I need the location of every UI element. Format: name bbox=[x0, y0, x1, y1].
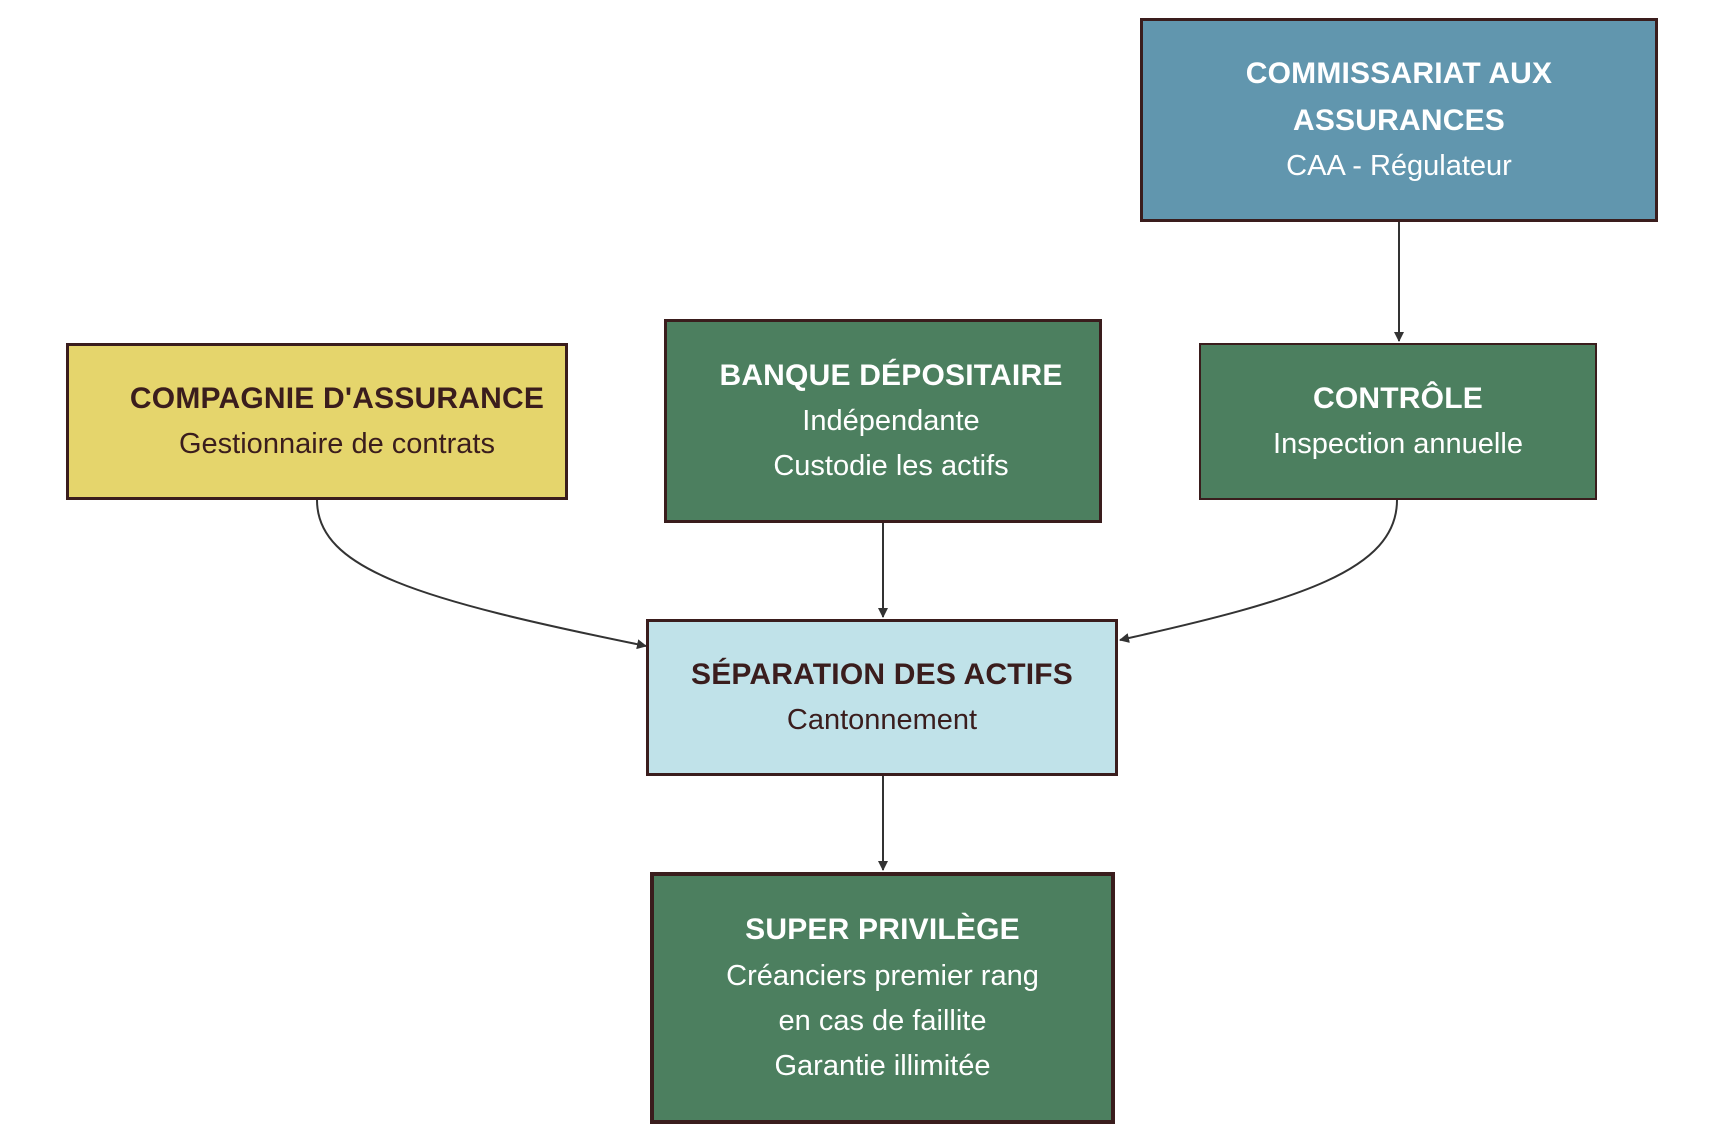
node-subtitle: CAA - Régulateur bbox=[1286, 150, 1512, 183]
node-subtitle: Inspection annuelle bbox=[1273, 428, 1523, 461]
node-controle: CONTRÔLE Inspection annuelle bbox=[1199, 343, 1597, 500]
node-line: Garantie illimitée bbox=[774, 1049, 991, 1082]
node-title: BANQUE DÉPOSITAIRE bbox=[719, 358, 1063, 392]
edge-compagnie-to-separation bbox=[316, 499, 647, 650]
node-commissariat-aux-assurances: COMMISSARIAT AUX ASSURANCES CAA - Régula… bbox=[1140, 18, 1658, 222]
edge-controle-to-separation bbox=[1119, 499, 1398, 643]
node-banque-depositaire: BANQUE DÉPOSITAIRE Indépendante Custodie… bbox=[664, 319, 1102, 523]
node-title: COMPAGNIE D'ASSURANCE bbox=[129, 381, 545, 415]
node-separation-des-actifs: SÉPARATION DES ACTIFS Cantonnement bbox=[646, 619, 1118, 776]
node-line: Indépendante bbox=[802, 405, 980, 438]
node-title: SÉPARATION DES ACTIFS bbox=[691, 657, 1073, 691]
node-subtitle: Gestionnaire de contrats bbox=[179, 428, 495, 461]
node-title: COMMISSARIAT AUX bbox=[1245, 57, 1553, 91]
node-line: en cas de faillite bbox=[778, 1004, 987, 1037]
node-subtitle: Cantonnement bbox=[786, 704, 978, 737]
node-title: ASSURANCES bbox=[1292, 103, 1506, 137]
node-title: SUPER PRIVILÈGE bbox=[745, 913, 1020, 947]
node-line: Custodie les actifs bbox=[773, 450, 1009, 483]
node-line: Créanciers premier rang bbox=[726, 959, 1039, 992]
node-compagnie-d-assurance: COMPAGNIE D'ASSURANCE Gestionnaire de co… bbox=[66, 343, 568, 500]
node-super-privilege: SUPER PRIVILÈGE Créanciers premier rang … bbox=[650, 872, 1115, 1124]
node-title: CONTRÔLE bbox=[1313, 381, 1483, 415]
